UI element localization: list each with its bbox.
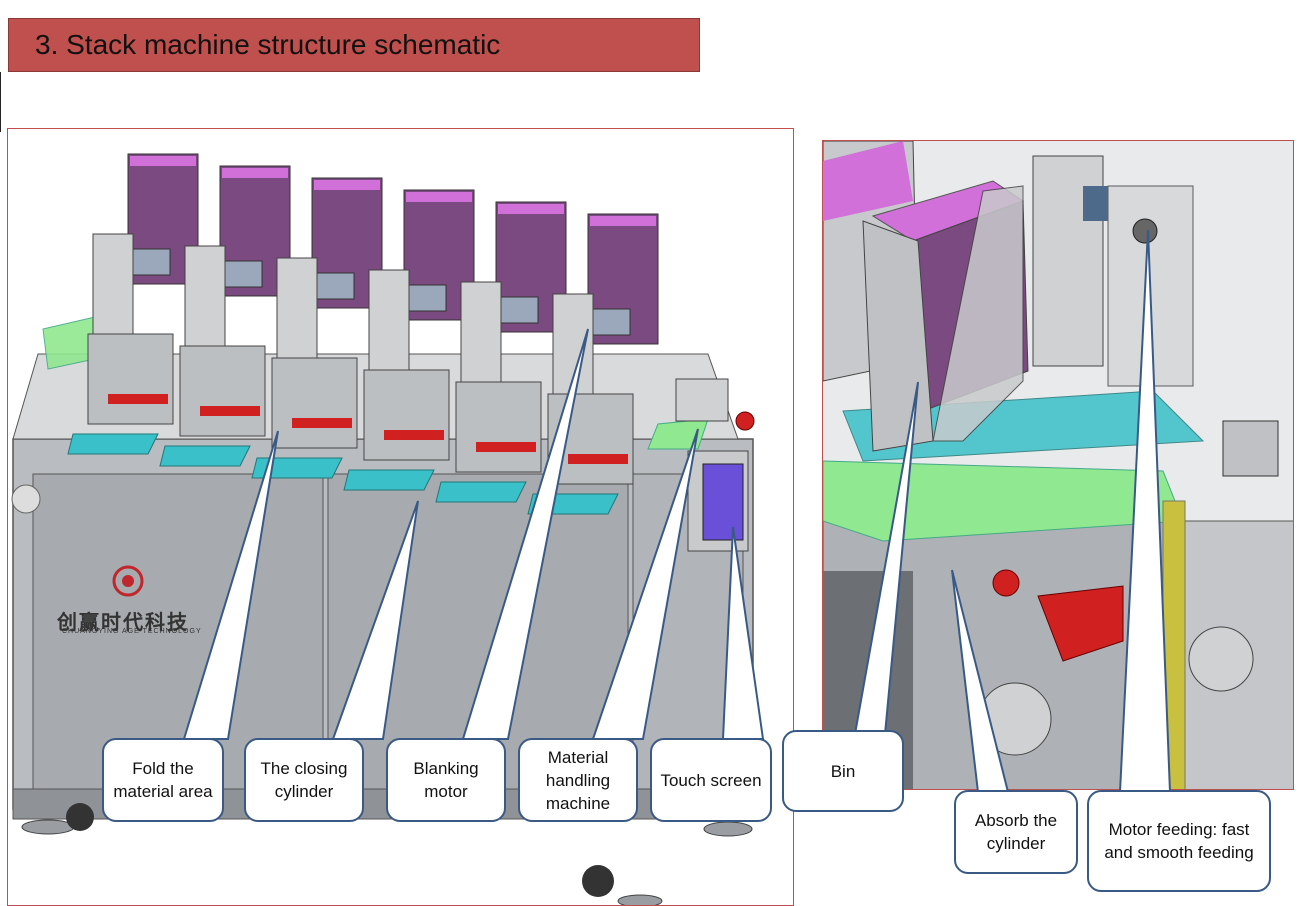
red-bar xyxy=(568,454,628,464)
tray xyxy=(251,457,343,479)
logo-en-text: CHUANGYING AGE TECHNOLOGY xyxy=(62,628,202,635)
callout-absorb-cylinder: Absorb the cylinder xyxy=(954,790,1078,874)
title-bar: 3. Stack machine structure schematic xyxy=(8,18,700,72)
callout-blanking-motor: Blanking motor xyxy=(386,738,506,822)
callout-absorb-label: Absorb the cylinder xyxy=(974,811,1058,853)
callout-closing-cylinder: The closing cylinder xyxy=(244,738,364,822)
callout-closing-label: The closing cylinder xyxy=(260,759,348,801)
logo-cn-text: 创赢时代科技 xyxy=(57,610,189,634)
tray xyxy=(343,469,435,491)
red-bar xyxy=(200,406,260,416)
red-bar xyxy=(384,430,444,440)
callout-fold-material-area: Fold the material area xyxy=(102,738,224,822)
callout-motor-feeding: Motor feeding: fast and smooth feeding xyxy=(1087,790,1271,892)
unit-frame xyxy=(179,345,266,437)
callout-handling-label: Material handling machine xyxy=(545,747,611,813)
bin-top xyxy=(406,192,472,202)
red-bar xyxy=(476,442,536,452)
unit-frame xyxy=(547,393,634,485)
bin-top xyxy=(222,168,288,178)
closeup-drawing xyxy=(823,141,1293,789)
unit-frame xyxy=(271,357,358,449)
bin-top xyxy=(590,216,656,226)
red-bar xyxy=(108,394,168,404)
callout-blanking-label: Blanking motor xyxy=(413,759,479,801)
bin-top xyxy=(314,180,380,190)
callout-motor-label: Motor feeding: fast and smooth feeding xyxy=(1104,820,1254,862)
callout-fold-label: Fold the material area xyxy=(113,759,213,801)
bin-top xyxy=(498,204,564,214)
tray xyxy=(159,445,251,467)
tray xyxy=(435,481,527,503)
unit-frame xyxy=(363,369,450,461)
unit-frame xyxy=(455,381,542,473)
divider-line xyxy=(0,72,1,132)
red-bar xyxy=(292,418,352,428)
callout-touch-label: Touch screen xyxy=(660,770,762,790)
callout-material-handling: Material handling machine xyxy=(518,738,638,822)
callout-bin-label: Bin xyxy=(830,761,856,781)
page-title: 3. Stack machine structure schematic xyxy=(35,29,501,60)
tray xyxy=(67,433,159,455)
callout-bin: Bin xyxy=(782,730,904,812)
unit-frame xyxy=(87,333,174,425)
bin-top xyxy=(130,156,196,166)
closeup-panel xyxy=(822,140,1294,790)
callout-touch-screen: Touch screen xyxy=(650,738,772,822)
